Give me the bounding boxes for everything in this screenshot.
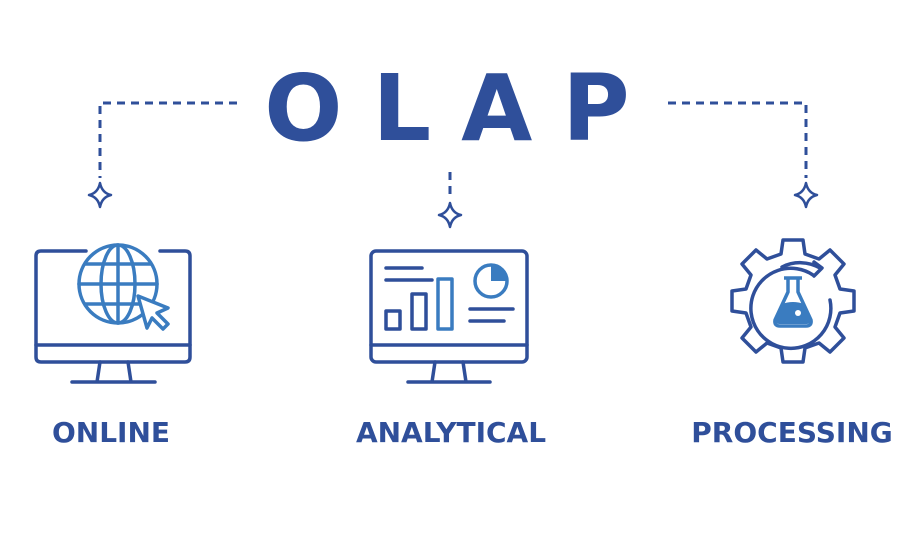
sparkle-icon <box>793 181 819 209</box>
pillar-label-online: ONLINE <box>52 416 170 449</box>
pie-chart-icon <box>473 263 509 299</box>
connectors <box>98 101 808 198</box>
monitor-globe-cursor-icon <box>34 243 192 384</box>
title: OLAP <box>264 55 659 162</box>
sparkle-icon <box>87 181 113 209</box>
connector-left <box>98 101 237 178</box>
monitor-dashboard-icon <box>369 249 529 384</box>
globe-icon <box>77 243 159 325</box>
cursor-icon <box>136 294 170 331</box>
sparkle-icon <box>437 201 463 229</box>
gear-flask-icon <box>730 238 856 364</box>
pillar-label-processing: PROCESSING <box>691 416 892 449</box>
pillar-label-analytical: ANALYTICAL <box>356 416 546 449</box>
flask-icon <box>773 276 813 328</box>
connector-right <box>668 101 808 178</box>
